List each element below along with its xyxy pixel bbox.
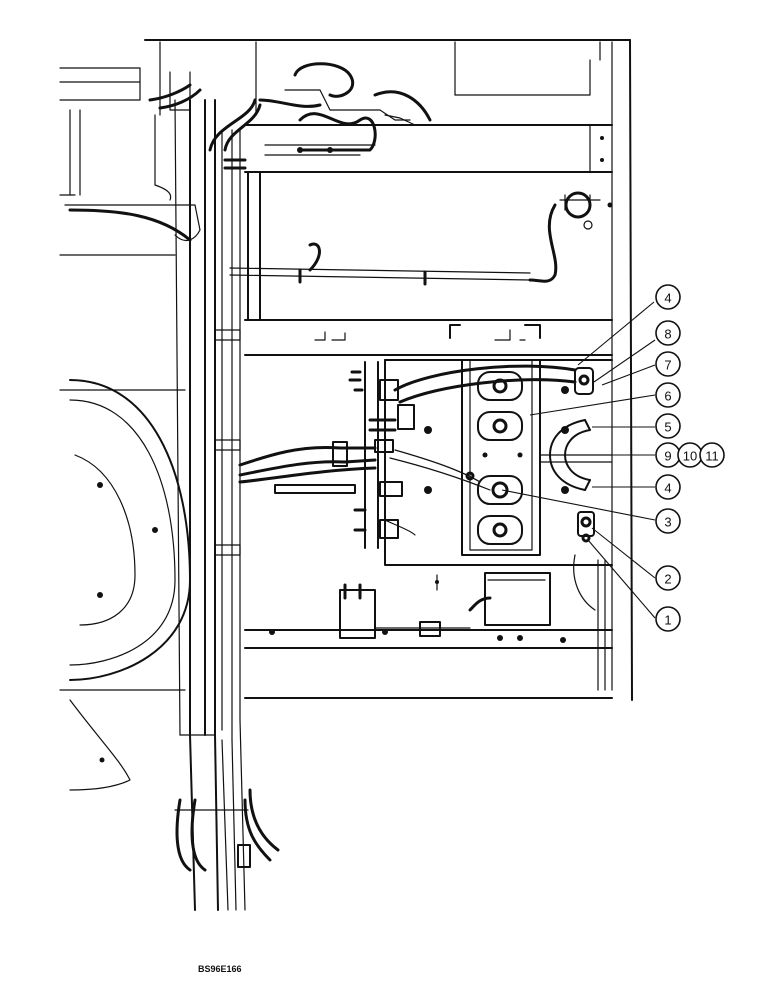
callout-label: 6: [664, 389, 671, 404]
callout-label: 8: [664, 327, 671, 342]
callout-1: 1: [655, 606, 681, 632]
hose-loop: [549, 419, 591, 491]
callout-label: 9: [664, 449, 671, 464]
callout-8: 8: [655, 320, 681, 346]
upper-harness: [229, 242, 531, 286]
callout-9: 9: [655, 442, 681, 468]
callout-5: 5: [655, 413, 681, 439]
callout-label: 2: [664, 572, 671, 587]
left-tubes: [148, 83, 262, 741]
callout-10: 10: [677, 442, 703, 468]
callout-4-top: 4: [655, 284, 681, 310]
callout-label: 5: [664, 420, 671, 435]
upper-plate-slots: [314, 324, 541, 341]
top-frame: [59, 39, 633, 701]
upper-right-fitting: [528, 191, 613, 283]
panel-top-hose: [393, 364, 594, 404]
upper-compartment: [244, 62, 613, 356]
callout-2: 2: [655, 565, 681, 591]
mid-panel: [384, 359, 613, 566]
callout-label: 3: [664, 515, 671, 530]
callout-11: 11: [699, 442, 725, 468]
callout-label: 11: [705, 449, 719, 464]
connector-stack: [348, 361, 416, 549]
callout-label: 10: [683, 449, 697, 464]
lower-clip: [577, 511, 595, 543]
callout-label: 1: [664, 613, 671, 628]
figure-reference: BS96E166: [198, 964, 242, 974]
panel-harness: [389, 449, 491, 491]
left-harness: [238, 441, 377, 494]
leader-lines: [501, 301, 656, 619]
left-housing: [59, 114, 201, 791]
callout-label: 7: [664, 358, 671, 373]
callout-4-bottom: 4: [655, 474, 681, 500]
callout-label: 4: [664, 291, 671, 306]
callout-3: 3: [655, 508, 681, 534]
callout-label: 4: [664, 481, 671, 496]
lower-compartment: [244, 554, 613, 699]
bottom-tubes: [174, 719, 280, 911]
callout-6: 6: [655, 382, 681, 408]
callout-7: 7: [655, 351, 681, 377]
